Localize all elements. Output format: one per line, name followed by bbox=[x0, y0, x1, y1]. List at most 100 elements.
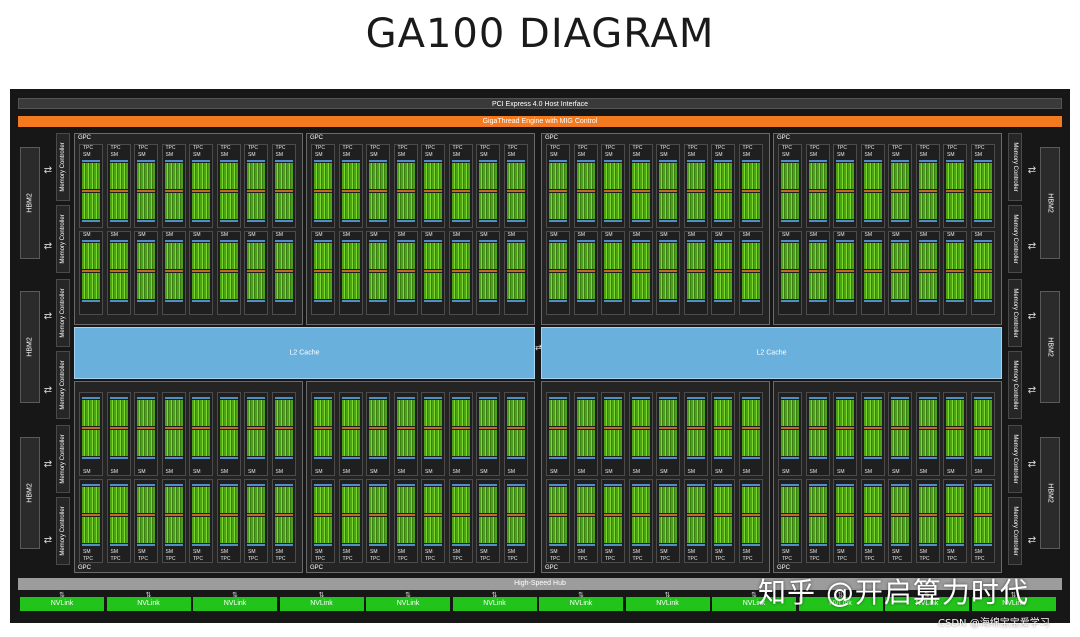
tpc-label: TPC bbox=[507, 145, 518, 151]
tpc-column: SM bbox=[888, 231, 912, 315]
sm-core-block bbox=[451, 430, 470, 456]
tpc-label: TPC bbox=[687, 556, 698, 562]
sm-core-block bbox=[451, 193, 470, 219]
sm-core-separator bbox=[781, 514, 799, 516]
high-speed-hub: High-Speed Hub bbox=[18, 578, 1062, 590]
sm-core-separator bbox=[946, 514, 964, 516]
sm-label: SM bbox=[715, 549, 723, 555]
sm-core-separator bbox=[274, 514, 293, 516]
sm-l1-strip bbox=[741, 457, 760, 459]
tpc-label: TPC bbox=[83, 556, 93, 562]
sm-core-block bbox=[863, 273, 882, 299]
sm-l1-strip bbox=[396, 397, 415, 399]
sm-label: SM bbox=[919, 152, 928, 158]
sm-label: SM bbox=[110, 469, 119, 475]
sm-l1-strip bbox=[576, 240, 595, 242]
sm-label: SM bbox=[864, 549, 873, 555]
sm-l1-strip bbox=[918, 240, 937, 242]
sm-l1-strip bbox=[714, 240, 732, 242]
sm-l1-strip bbox=[274, 397, 293, 399]
tpc-label: TPC bbox=[370, 145, 380, 151]
sm-core-block bbox=[549, 163, 567, 189]
tpc-column: SM bbox=[805, 231, 830, 315]
sm-core-block bbox=[82, 430, 100, 456]
sm-core-separator bbox=[506, 514, 525, 516]
sm-core-block bbox=[451, 400, 470, 426]
sm-l1-strip bbox=[549, 160, 567, 162]
memory-controller-label: Memory Controller bbox=[60, 288, 66, 338]
sm-label: SM bbox=[550, 469, 558, 475]
sm-core-separator bbox=[137, 514, 155, 516]
sm-label: SM bbox=[660, 549, 668, 555]
sm-l1-strip bbox=[192, 457, 210, 459]
sm-label: SM bbox=[480, 549, 488, 555]
sm-label: SM bbox=[83, 232, 91, 238]
sm-l1-strip bbox=[686, 160, 705, 162]
memory-controller: Memory Controller bbox=[1008, 133, 1022, 201]
sm-core-block bbox=[396, 273, 415, 299]
sm-l1-strip bbox=[808, 240, 827, 242]
sm-core-separator bbox=[604, 270, 622, 272]
sm-l1-strip bbox=[686, 300, 705, 302]
sm-l1-strip bbox=[219, 457, 238, 459]
sm-core-separator bbox=[686, 190, 705, 192]
sm-core-block bbox=[714, 517, 732, 543]
tpc-label: TPC bbox=[165, 145, 176, 151]
sm-core-block bbox=[341, 430, 360, 456]
sm-core-block bbox=[137, 400, 155, 426]
sm-label: SM bbox=[715, 232, 723, 238]
nvlink-port: NVLink bbox=[885, 597, 969, 611]
sm-l1-strip bbox=[946, 300, 964, 302]
sm-l1-strip bbox=[836, 484, 854, 486]
sm-core-separator bbox=[946, 270, 964, 272]
sm-core-separator bbox=[396, 514, 415, 516]
tpc-column: SM bbox=[833, 231, 857, 315]
nvlink-arrow-icon: ⇅ bbox=[318, 592, 325, 599]
sm-l1-strip bbox=[836, 220, 854, 222]
sm-core-block bbox=[808, 243, 827, 269]
sm-core-block bbox=[424, 400, 442, 426]
sm-l1-strip bbox=[686, 240, 705, 242]
tpc-column: SM bbox=[393, 392, 418, 476]
sm-l1-strip bbox=[219, 544, 238, 546]
sm-core-block bbox=[836, 243, 854, 269]
sm-l1-strip bbox=[686, 397, 705, 399]
sm-label: SM bbox=[864, 469, 873, 475]
sm-l1-strip bbox=[808, 544, 827, 546]
sm-core-block bbox=[219, 400, 238, 426]
sm-core-block bbox=[424, 243, 442, 269]
sm-core-separator bbox=[973, 427, 992, 429]
tpc-label: TPC bbox=[110, 145, 121, 151]
sm-core-separator bbox=[891, 190, 909, 192]
sm-l1-strip bbox=[341, 397, 360, 399]
sm-core-block bbox=[946, 273, 964, 299]
sm-core-separator bbox=[973, 270, 992, 272]
sm-l1-strip bbox=[781, 484, 799, 486]
sm-l1-strip bbox=[479, 160, 497, 162]
sm-l1-strip bbox=[576, 544, 595, 546]
sm-core-block bbox=[137, 273, 155, 299]
sm-label: SM bbox=[605, 232, 613, 238]
nvlink-arrow-icon: ⇅ bbox=[578, 592, 584, 599]
sm-l1-strip bbox=[576, 484, 595, 486]
sm-label: SM bbox=[974, 152, 983, 158]
sm-label: SM bbox=[110, 549, 119, 555]
sm-core-block bbox=[192, 430, 210, 456]
gpc-label: GPC bbox=[545, 135, 559, 141]
sm-l1-strip bbox=[863, 300, 882, 302]
sm-l1-strip bbox=[863, 397, 882, 399]
sm-l1-strip bbox=[247, 457, 265, 459]
memory-controller: Memory Controller bbox=[1008, 497, 1022, 565]
tpc-label: TPC bbox=[742, 145, 753, 151]
sm-core-block bbox=[192, 163, 210, 189]
sm-label: SM bbox=[742, 152, 751, 158]
sm-core-block bbox=[659, 273, 677, 299]
sm-core-block bbox=[686, 273, 705, 299]
